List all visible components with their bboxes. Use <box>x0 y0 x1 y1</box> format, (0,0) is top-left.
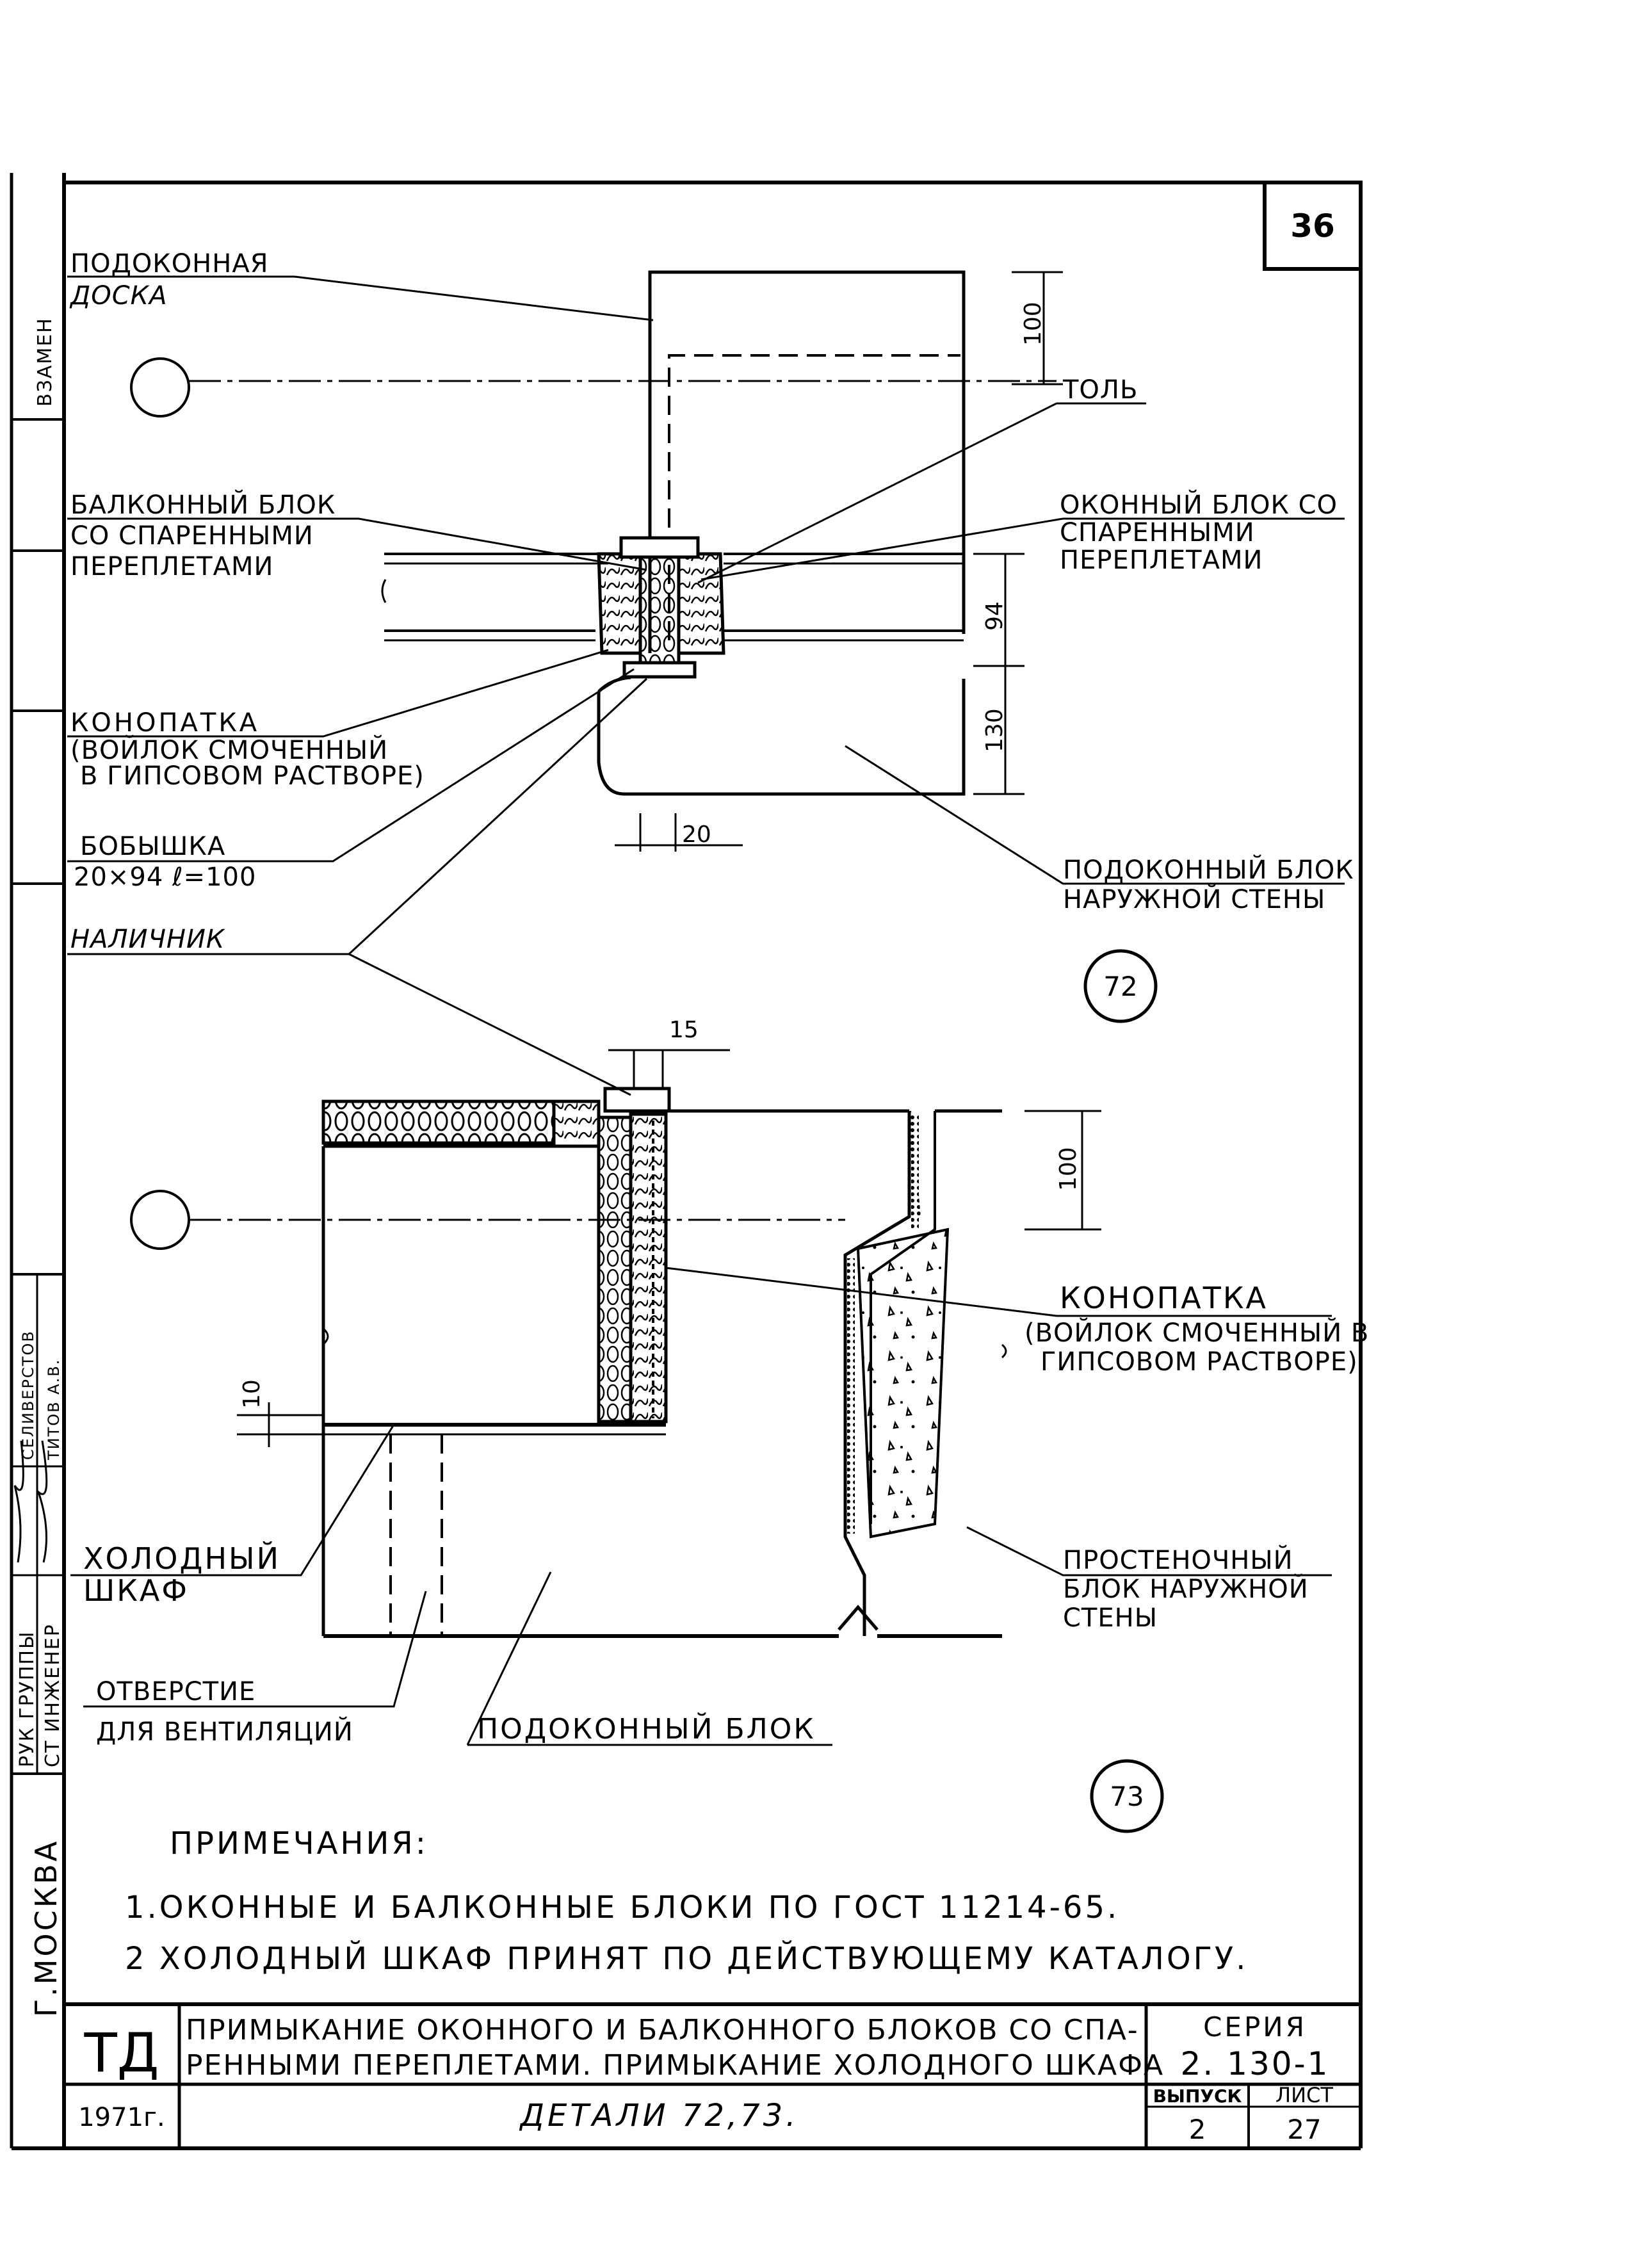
label-bobyshka-line2: 20×94 ℓ=100 <box>74 863 256 892</box>
vypusk-value: 2 <box>1189 2114 1206 2145</box>
label-konopatka72-line2: (ВОЙЛОК СМОЧЕННЫЙ <box>70 734 388 765</box>
label-kholodny-line1: ХОЛОДНЫЙ <box>83 1541 280 1576</box>
label-nalichnik: НАЛИЧНИК <box>70 925 225 954</box>
notes-title: ПРИМЕЧАНИЯ: <box>170 1826 428 1861</box>
detail-73-drawing <box>321 1087 1007 1638</box>
label-okonny-line2: СПАРЕННЫМИ <box>1060 518 1255 547</box>
label-balkonny-line3: ПЕРЕПЛЕТАМИ <box>70 552 273 581</box>
dim-73-15: 15 <box>669 1017 699 1043</box>
detail-73-dimensions <box>237 1049 1101 1447</box>
detail-73-marker: 73 <box>1090 1759 1164 1833</box>
label-tol: ТОЛЬ <box>1062 375 1138 405</box>
label-balkonny-line1: БАЛКОННЫЙ БЛОК <box>70 489 336 520</box>
label-okonny-line1: ОКОННЫЙ БЛОК СО <box>1060 489 1338 520</box>
label-podokonnaya-line2: ДОСКА <box>69 281 167 311</box>
label-konopatka73-line2: (ВОЙЛОК СМОЧЕННЫЙ В <box>1024 1317 1369 1348</box>
page-number-box: 36 <box>1263 181 1363 271</box>
label-otverstie-line2: ДЛЯ ВЕНТИЛЯЦИЙ <box>96 1716 353 1747</box>
dim-72-94: 94 <box>982 601 1008 631</box>
label-podokonnaya-line1: ПОДОКОННАЯ <box>70 249 269 279</box>
list-label: ЛИСТ <box>1275 2083 1333 2107</box>
label-konopatka72-line1: КОНОПАТКА <box>70 708 259 738</box>
signature-1 <box>13 1440 24 1563</box>
dim-73-100: 100 <box>1055 1147 1081 1191</box>
dim-72-20: 20 <box>682 822 711 848</box>
note-2: 2 ХОЛОДНЫЙ ШКАФ ПРИНЯТ ПО ДЕЙСТВУЮЩЕМУ К… <box>125 1940 1248 1977</box>
detail-72-marker: 72 <box>1083 949 1158 1023</box>
side-name-2: ТИТОВ А.В. <box>45 1359 63 1461</box>
vypusk-label: ВЫПУСК <box>1153 2086 1242 2107</box>
page-number: 36 <box>1290 207 1335 245</box>
label-bobyshka-line1: БОБЫШКА <box>80 832 225 861</box>
title-logo: ТД <box>84 2022 159 2084</box>
label-balkonny-line2: СО СПАРЕННЫМИ <box>70 521 314 551</box>
side-vzamen: ВЗАМЕН <box>34 317 56 407</box>
svg-text:73: 73 <box>1110 1781 1144 1812</box>
dim-72-100: 100 <box>1020 302 1046 346</box>
side-city: Г.МОСКВА <box>29 1839 63 2017</box>
axis-circle-72 <box>130 357 190 417</box>
label-okonny-line3: ПЕРЕПЛЕТАМИ <box>1060 546 1263 575</box>
seriya-value: 2. 130-1 <box>1181 2045 1330 2082</box>
dim-72-130: 130 <box>982 708 1008 752</box>
title-line1: ПРИМЫКАНИЕ ОКОННОГО И БАЛКОННОГО БЛОКОВ … <box>186 2014 1139 2046</box>
label-podokonny-blok-line1: ПОДОКОННЫЙ БЛОК <box>1063 854 1354 885</box>
label-konopatka73-line1: КОНОПАТКА <box>1060 1281 1268 1315</box>
title-block <box>64 2002 1361 2148</box>
axis-circle-73 <box>130 1190 190 1250</box>
sheet-frame <box>10 173 1363 2150</box>
detail-72-dimensions <box>615 271 1063 852</box>
seriya-label: СЕРИЯ <box>1203 2011 1307 2043</box>
title-details: ДЕТАЛИ 72,73. <box>519 2098 799 2134</box>
label-prostenochny-line2: БЛОК НАРУЖНОЙ <box>1063 1573 1309 1604</box>
label-otverstie-line1: ОТВЕРСТИЕ <box>96 1677 255 1706</box>
side-ruk-gruppy: РУК ГРУППЫ <box>16 1631 38 1767</box>
side-st-inzhener: СТ ИНЖЕНЕР <box>42 1623 64 1767</box>
label-konopatka72-line3: В ГИПСОВОМ РАСТВОРЕ) <box>80 761 425 791</box>
signature-2 <box>36 1440 48 1563</box>
list-value: 27 <box>1287 2114 1321 2145</box>
title-year: 1971г. <box>78 2103 165 2132</box>
label-prostenochny-line3: СТЕНЫ <box>1063 1603 1158 1633</box>
label-kholodny-line2: ШКАФ <box>83 1573 189 1608</box>
title-line2: РЕННЫМИ ПЕРЕПЛЕТАМИ. ПРИМЫКАНИЕ ХОЛОДНОГ… <box>186 2049 1164 2082</box>
detail-73-leaders <box>70 953 1332 1746</box>
label-podokonny-blok-line2: НАРУЖНОЙ СТЕНЫ <box>1063 884 1325 914</box>
svg-text:72: 72 <box>1103 971 1137 1002</box>
side-name-1: СЕЛИВЕРСТОВ <box>19 1330 37 1460</box>
detail-72-drawing <box>381 270 966 796</box>
dim-73-10: 10 <box>239 1379 265 1409</box>
label-prostenochny-line1: ПРОСТЕНОЧНЫЙ <box>1063 1544 1293 1575</box>
label-konopatka73-line3: ГИПСОВОМ РАСТВОРЕ) <box>1041 1347 1358 1377</box>
label-podokonny-blok-73: ПОДОКОННЫЙ БЛОК <box>477 1712 816 1746</box>
note-1: 1.ОКОННЫЕ И БАЛКОННЫЕ БЛОКИ ПО ГОСТ 1121… <box>125 1890 1119 1925</box>
